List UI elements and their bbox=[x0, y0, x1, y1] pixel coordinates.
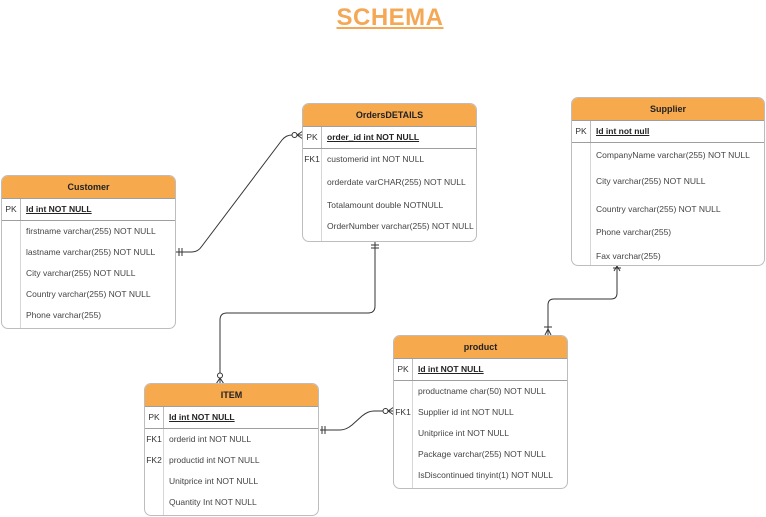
field-text: firstname varchar(255) NOT NULL bbox=[26, 226, 156, 236]
field-row: Phone varchar(255) bbox=[2, 307, 175, 323]
field-text: Unitprice int NOT NULL bbox=[169, 476, 259, 486]
entity-product-name: product bbox=[394, 336, 567, 359]
field-text: customerid int NOT NULL bbox=[327, 154, 425, 164]
edge-item-product bbox=[320, 410, 394, 431]
edge-supplier-product-crow1 bbox=[613, 265, 618, 272]
field-text: Quantity Int NOT NULL bbox=[169, 497, 257, 507]
field-row: Country varchar(255) NOT NULL bbox=[2, 286, 175, 302]
field-row: Unitprice int NOT NULL bbox=[145, 473, 318, 489]
field-text: City varchar(255) NOT NULL bbox=[596, 176, 706, 186]
entity-item[interactable]: ITEM PK Id int NOT NULL FK1 orderid int N… bbox=[144, 383, 319, 516]
pk-field: order_id int NOT NULL bbox=[327, 132, 420, 142]
field-text: productid int NOT NULL bbox=[169, 455, 260, 465]
edge-supplier-product-crow4 bbox=[547, 328, 552, 336]
entity-product-pk-row: PK Id int NOT NULL bbox=[394, 359, 567, 381]
field-text: Totalamount double NOTNULL bbox=[327, 200, 444, 210]
field-text: Fax varchar(255) bbox=[596, 251, 661, 261]
entity-customer-name: Customer bbox=[2, 176, 175, 199]
edge-orders-item bbox=[219, 242, 376, 384]
field-text: Supplier id int NOT NULL bbox=[418, 407, 514, 417]
entity-customer-pk-row: PK Id int NOT NULL bbox=[2, 199, 175, 221]
field-row: FK1 Supplier id int NOT NULL bbox=[394, 404, 567, 420]
field-text: OrderNumber varchar(255) NOT NULL bbox=[327, 221, 474, 231]
pk-field: Id int NOT NULL bbox=[169, 412, 235, 422]
field-text: Phone varchar(255) bbox=[596, 227, 672, 237]
field-text: City varchar(255) NOT NULL bbox=[26, 268, 136, 278]
entity-supplier[interactable]: Supplier PK Id int not null CompanyName … bbox=[571, 97, 765, 266]
field-row: CompanyName varchar(255) NOT NULL bbox=[572, 147, 764, 163]
field-text: Country varchar(255) NOT NULL bbox=[596, 204, 721, 214]
field-row: Quantity Int NOT NULL bbox=[145, 494, 318, 510]
field-row: Fax varchar(255) bbox=[572, 248, 764, 264]
field-key: FK1 bbox=[395, 407, 411, 417]
field-row: Unitpriice int NOT NULL bbox=[394, 425, 567, 441]
field-row: Country varchar(255) NOT NULL bbox=[572, 201, 764, 217]
field-text: Unitpriice int NOT NULL bbox=[418, 428, 510, 438]
entity-item-name: ITEM bbox=[145, 384, 318, 407]
pk-field: Id int NOT NULL bbox=[418, 364, 484, 374]
entity-customer-fields: firstname varchar(255) NOT NULL lastname… bbox=[2, 221, 175, 328]
pk-field: Id int not null bbox=[596, 126, 650, 136]
field-row: FK1 orderid int NOT NULL bbox=[145, 431, 318, 447]
field-text: Country varchar(255) NOT NULL bbox=[26, 289, 151, 299]
entity-orders-name: OrdersDETAILS bbox=[303, 104, 476, 127]
field-text: orderid int NOT NULL bbox=[169, 434, 252, 444]
field-row: OrderNumber varchar(255) NOT NULL bbox=[303, 218, 476, 234]
edge-customer-orders-circle bbox=[291, 132, 298, 138]
entity-supplier-name: Supplier bbox=[572, 98, 764, 121]
diagram-title: SCHEMA bbox=[336, 4, 444, 31]
entity-orders-fields: FK1 customerid int NOT NULL orderdate var… bbox=[303, 149, 476, 241]
edge-supplier-product-crow2 bbox=[616, 265, 621, 272]
field-row: productname char(50) NOT NULL bbox=[394, 383, 567, 399]
field-row: FK1 customerid int NOT NULL bbox=[303, 151, 476, 167]
pk-field: Id int NOT NULL bbox=[26, 204, 92, 214]
field-row: Package varchar(255) NOT NULL bbox=[394, 446, 567, 462]
entity-supplier-pk-row: PK Id int not null bbox=[572, 121, 764, 143]
entity-orders-pk-row: PK order_id int NOT NULL bbox=[303, 127, 476, 149]
field-row: FK2 productid int NOT NULL bbox=[145, 452, 318, 468]
entity-item-fields: FK1 orderid int NOT NULL FK2 productid int… bbox=[145, 429, 318, 515]
edge-customer-orders bbox=[176, 134, 303, 253]
pk-label: PK bbox=[303, 127, 322, 148]
field-row: IsDiscontinued tinyint(1) NOT NULL bbox=[394, 467, 567, 483]
field-row: City varchar(255) NOT NULL bbox=[572, 173, 764, 189]
edge-supplier-product-crow3 bbox=[544, 328, 549, 336]
field-text: IsDiscontinued tinyint(1) NOT NULL bbox=[418, 470, 553, 480]
entity-product[interactable]: product PK Id int NOT NULL productname c… bbox=[393, 335, 568, 489]
pk-label: PK bbox=[572, 121, 591, 142]
entity-item-pk-row: PK Id int NOT NULL bbox=[145, 407, 318, 429]
edge-supplier-product bbox=[547, 265, 618, 335]
field-row: Totalamount double NOTNULL bbox=[303, 197, 476, 213]
field-row: City varchar(255) NOT NULL bbox=[2, 265, 175, 281]
field-row: Phone varchar(255) bbox=[572, 224, 764, 240]
field-row: orderdate varCHAR(255) NOT NULL bbox=[303, 174, 476, 190]
entity-customer[interactable]: Customer PK Id int NOT NULL firstname va… bbox=[1, 175, 176, 329]
field-text: CompanyName varchar(255) NOT NULL bbox=[596, 150, 750, 160]
pk-label: PK bbox=[145, 407, 164, 428]
pk-label: PK bbox=[394, 359, 413, 380]
entity-product-fields: productname char(50) NOT NULL FK1 Supplie… bbox=[394, 381, 567, 488]
field-text: productname char(50) NOT NULL bbox=[418, 386, 546, 396]
field-text: lastname varchar(255) NOT NULL bbox=[26, 247, 156, 257]
entity-orders[interactable]: OrdersDETAILS PK order_id int NOT NULL F… bbox=[302, 103, 477, 242]
pk-label: PK bbox=[2, 199, 21, 220]
field-text: orderdate varCHAR(255) NOT NULL bbox=[327, 177, 466, 187]
field-key: FK1 bbox=[304, 154, 320, 164]
field-key: FK1 bbox=[146, 434, 162, 444]
entity-supplier-fields: CompanyName varchar(255) NOT NULL City v… bbox=[572, 143, 764, 265]
field-row: lastname varchar(255) NOT NULL bbox=[2, 244, 175, 260]
edge-orders-item-circle bbox=[217, 372, 223, 379]
field-key: FK2 bbox=[146, 455, 162, 465]
field-text: Phone varchar(255) bbox=[26, 310, 102, 320]
field-row: firstname varchar(255) NOT NULL bbox=[2, 223, 175, 239]
field-text: Package varchar(255) NOT NULL bbox=[418, 449, 546, 459]
edge-item-product-circle bbox=[382, 408, 389, 414]
